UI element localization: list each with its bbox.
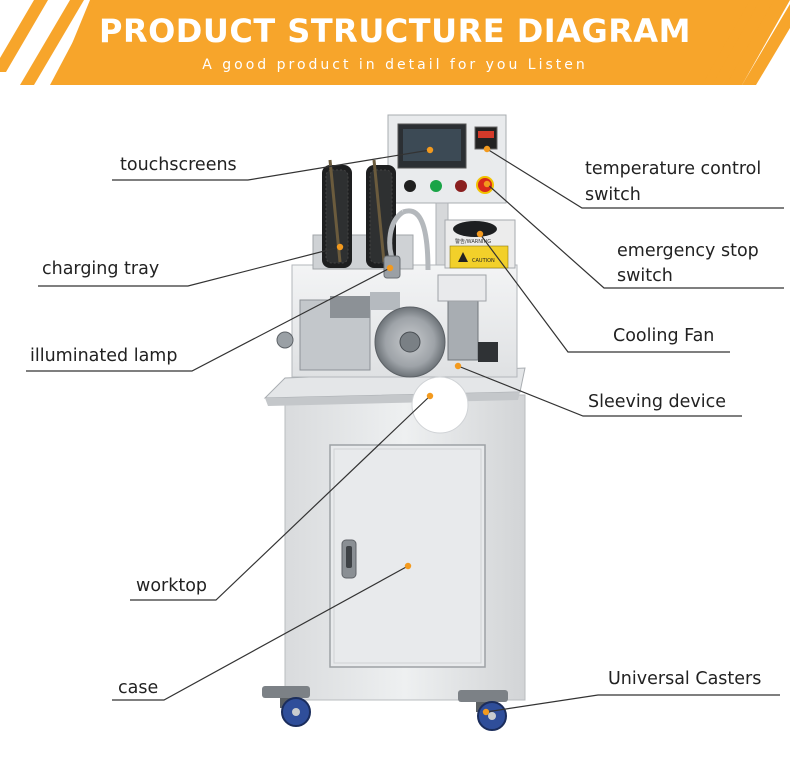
caster-left xyxy=(262,686,311,727)
warning-sign-text: 警告/WARNING xyxy=(455,238,491,245)
label-touchscreens: touchscreens xyxy=(120,155,237,175)
marker-illuminated-lamp xyxy=(386,264,394,272)
page-subtitle: A good product in detail for you Listen xyxy=(202,57,588,73)
banner-stripe-left-2 xyxy=(20,0,84,85)
machine-case xyxy=(284,394,526,701)
label-charging-tray: charging tray xyxy=(42,259,160,279)
mechanism xyxy=(276,274,498,378)
leader-illuminated-lamp xyxy=(26,267,391,372)
start-button-icon xyxy=(430,180,442,192)
marker-temperature-control xyxy=(483,145,491,153)
label-worktop: worktop xyxy=(136,576,208,596)
banner-cover xyxy=(50,0,750,85)
label-temperature-control-line2: switch xyxy=(585,185,641,205)
header-banner xyxy=(0,0,790,85)
label-illuminated-lamp: illuminated lamp xyxy=(30,346,178,366)
leader-charging-tray xyxy=(38,246,341,287)
leader-temperature-control xyxy=(486,148,784,209)
marker-universal-casters xyxy=(482,708,490,716)
label-case: case xyxy=(118,678,159,698)
caution-label-text: CAUTION xyxy=(472,258,495,264)
marker-sleeving-device xyxy=(454,362,462,370)
marker-worktop xyxy=(426,392,434,400)
leader-worktop xyxy=(130,395,431,601)
banner-stripe-right-1 xyxy=(712,0,774,85)
selector-knob-icon xyxy=(404,180,416,192)
stop-button-icon xyxy=(455,180,467,192)
label-sleeving-device: Sleeving device xyxy=(588,392,726,412)
marker-emergency-stop xyxy=(483,180,491,188)
marker-charging-tray xyxy=(336,243,344,251)
banner-stripe-right-2 xyxy=(742,4,790,85)
page-title: PRODUCT STRUCTURE DIAGRAM xyxy=(99,12,691,50)
label-universal-casters: Universal Casters xyxy=(608,669,762,689)
leader-universal-casters xyxy=(485,694,780,713)
marker-touchscreens xyxy=(426,146,434,154)
control-panel xyxy=(387,114,507,204)
leader-emergency-stop xyxy=(486,183,784,289)
leader-case xyxy=(112,565,409,701)
cooling-fan-icon xyxy=(453,221,497,237)
leader-touchscreens xyxy=(112,149,431,181)
label-cooling-fan: Cooling Fan xyxy=(613,326,715,346)
marker-case xyxy=(404,562,412,570)
label-emergency-stop-line2: switch xyxy=(617,266,673,286)
worktop-callout-disc xyxy=(411,376,469,434)
banner-stripe-left-1 xyxy=(0,0,48,72)
leader-sleeving-device xyxy=(457,365,742,417)
cooling-fan-unit: 警告/WARNING CAUTION xyxy=(444,219,516,269)
label-temperature-control-line1: temperature control xyxy=(585,159,762,179)
label-emergency-stop-line1: emergency stop xyxy=(617,241,759,261)
leader-cooling-fan xyxy=(479,233,730,353)
marker-cooling-fan xyxy=(476,230,484,238)
